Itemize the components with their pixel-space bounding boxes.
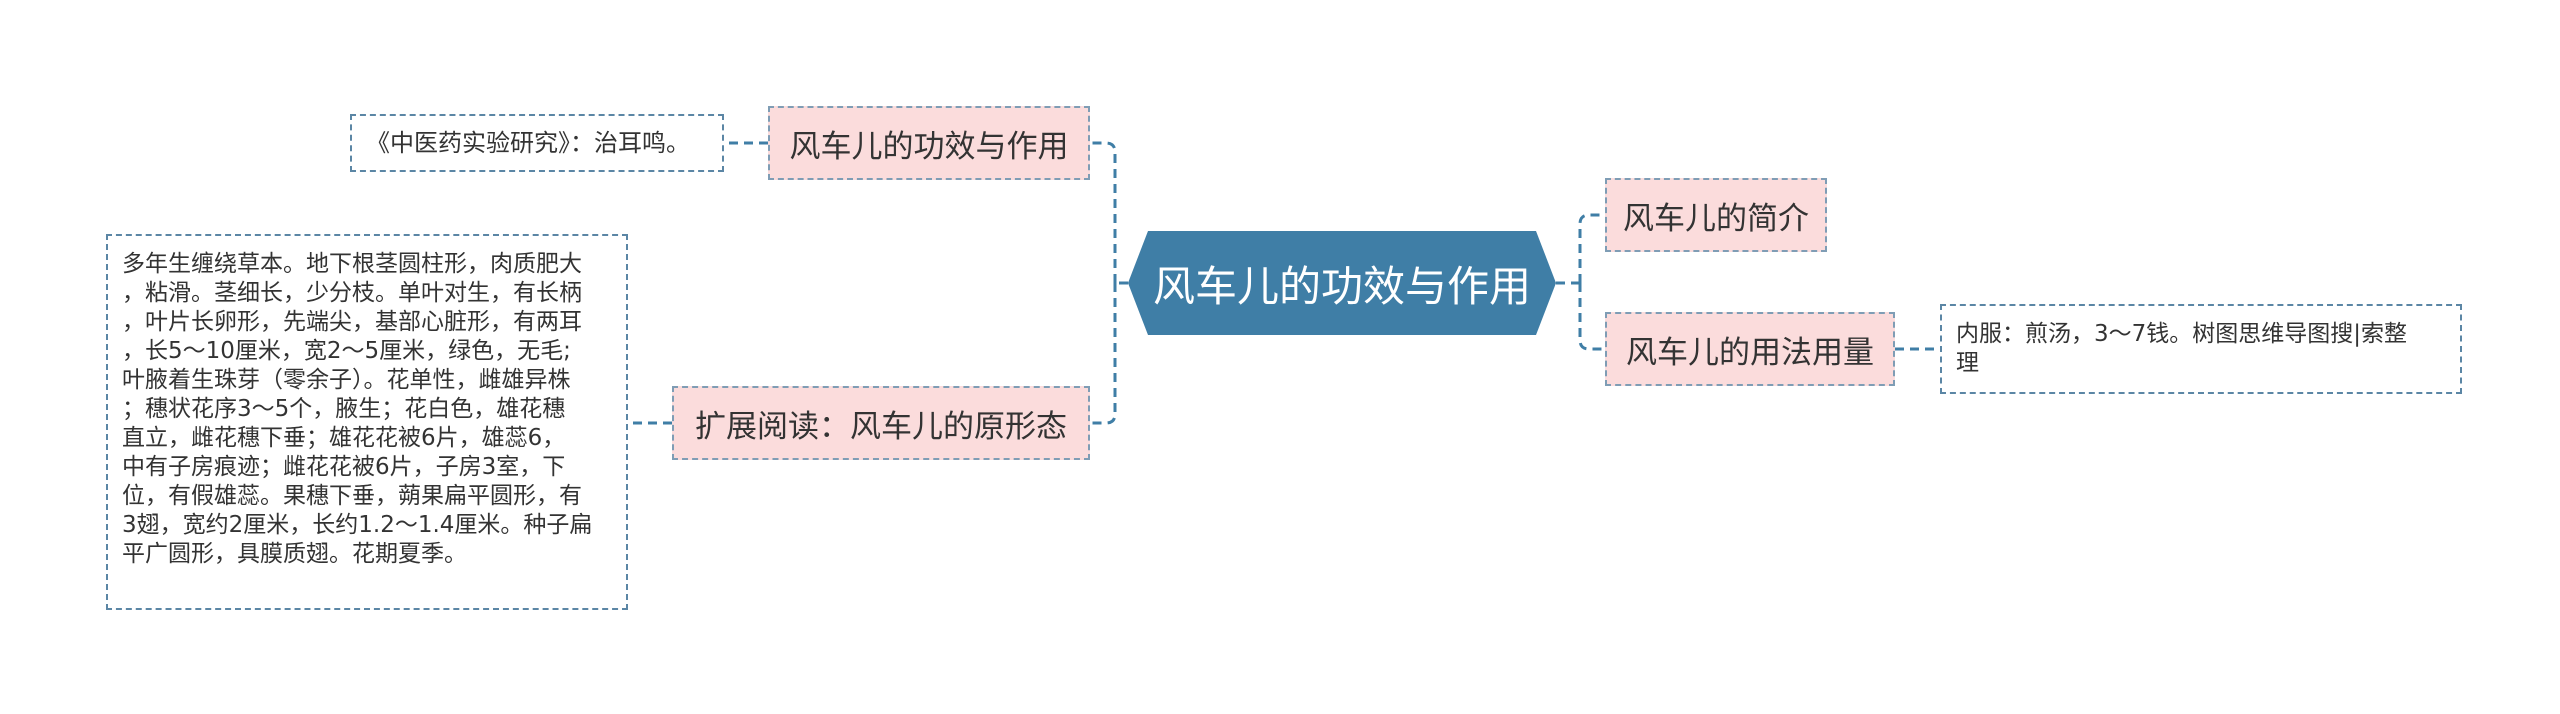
leaf-usage-dosage-text: 内服：煎汤，3～7钱。树图思维导图搜|索整 理 [1956, 320, 2407, 378]
leaf-usage-dosage: 内服：煎汤，3～7钱。树图思维导图搜|索整 理 [1940, 304, 2462, 394]
text-line: ，粘滑。茎细长，少分枝。单叶对生，有长柄 [122, 280, 582, 306]
central-topic-label: 风车儿的功效与作用 [1152, 261, 1531, 311]
text-line: 3翅，宽约2厘米，长约1.2～1.4厘米。种子扁 [122, 512, 593, 538]
text-line: ；穗状花序3～5个，腋生；花白色，雄花穗 [122, 396, 566, 422]
text-line: 中有子房痕迹；雌花花被6片，子房3室，下 [122, 454, 566, 480]
topic-original-form[interactable]: 扩展阅读：风车儿的原形态 [672, 386, 1090, 460]
text-line: 叶腋着生珠芽（零余子）。花单性，雌雄异株 [122, 367, 571, 393]
leaf-efficacy-text: 《中医药实验研究》：治耳鸣。 [366, 128, 690, 157]
text-line: 理 [1956, 350, 1979, 376]
leaf-original-form: 多年生缠绕草本。地下根茎圆柱形，肉质肥大 ，粘滑。茎细长，少分枝。单叶对生，有长… [106, 234, 628, 610]
text-line: 直立，雌花穗下垂；雄花花被6片，雄蕊6， [122, 425, 566, 451]
text-line: 多年生缠绕草本。地下根茎圆柱形，肉质肥大 [122, 251, 582, 277]
topic-usage-dosage[interactable]: 风车儿的用法用量 [1605, 312, 1895, 386]
text-line: ，叶片长卵形，先端尖，基部心脏形，有两耳 [122, 309, 582, 335]
central-topic[interactable]: 风车儿的功效与作用 [1128, 231, 1556, 335]
topic-introduction[interactable]: 风车儿的简介 [1605, 178, 1827, 252]
text-line: 平广圆形，具膜质翅。花期夏季。 [122, 541, 467, 567]
text-line: 位，有假雄蕊。果穗下垂，蒴果扁平圆形，有 [122, 483, 582, 509]
text-line: 内服：煎汤，3～7钱。树图思维导图搜|索整 [1956, 321, 2408, 347]
topic-efficacy[interactable]: 风车儿的功效与作用 [768, 106, 1090, 180]
text-line: ，长5～10厘米，宽2～5厘米，绿色，无毛; [122, 338, 571, 364]
leaf-original-form-text: 多年生缠绕草本。地下根茎圆柱形，肉质肥大 ，粘滑。茎细长，少分枝。单叶对生，有长… [122, 250, 592, 569]
leaf-efficacy-note: 《中医药实验研究》：治耳鸣。 [350, 114, 724, 172]
